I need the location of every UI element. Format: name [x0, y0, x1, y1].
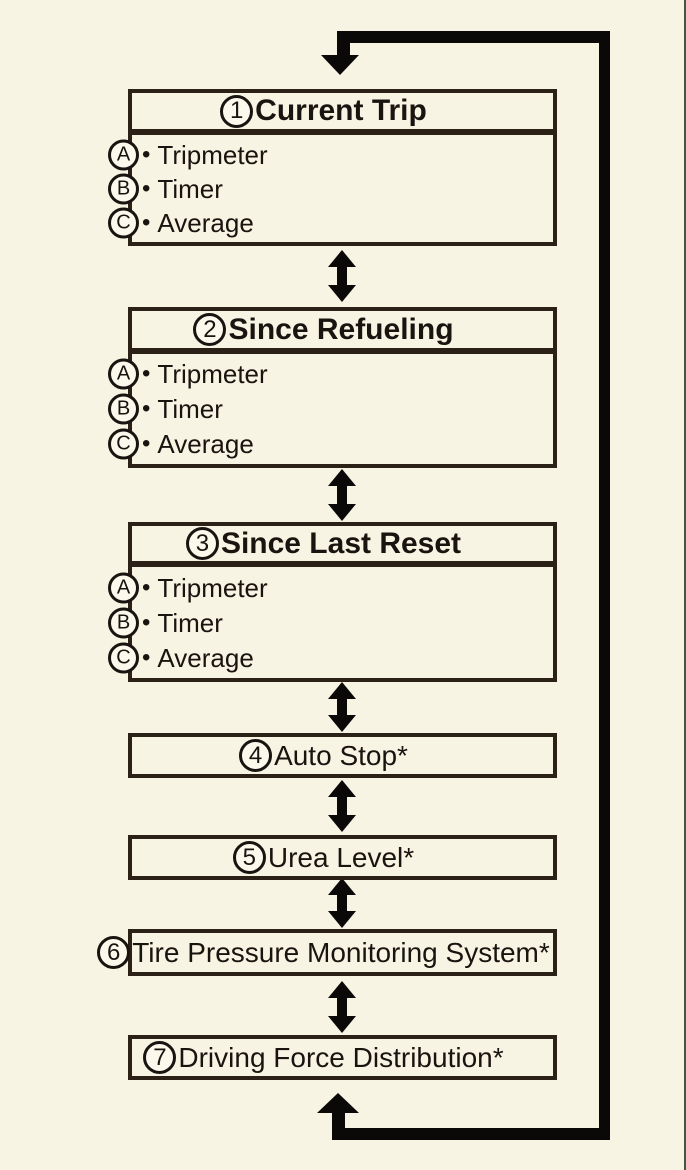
menu-header-current-trip: 1 Current Trip — [128, 89, 557, 133]
arrow-stem — [337, 998, 347, 1016]
circled-letter: C — [108, 428, 139, 460]
circled-number: 4 — [239, 739, 273, 772]
menu-title: 7 Driving Force Distribution* — [143, 1041, 504, 1074]
bullet-icon: • — [142, 608, 151, 636]
circled-number: 6 — [97, 936, 131, 969]
page-right-edge-line — [684, 0, 686, 1170]
double-arrow-5-6 — [328, 878, 356, 928]
loop-entry-arrow-stem — [337, 42, 350, 56]
menu-title-label: Current Trip — [255, 94, 427, 127]
bullet-icon: • — [142, 573, 151, 601]
circled-letter: B — [108, 173, 139, 204]
down-arrowhead-icon — [321, 55, 359, 75]
circled-letter: B — [108, 607, 139, 638]
arrow-stem — [337, 895, 347, 911]
circled-number: 7 — [143, 1041, 177, 1074]
arrow-stem — [337, 797, 347, 815]
menu-title: 3 Since Last Reset — [185, 526, 462, 561]
menu-header-since-last-reset: 3 Since Last Reset — [128, 522, 557, 565]
menu-title-label: Urea Level* — [267, 841, 415, 873]
circled-letter: A — [108, 358, 139, 390]
menu-title: 5 Urea Level* — [232, 841, 415, 874]
down-arrowhead-icon — [328, 285, 356, 302]
menu-item-label: Timer — [157, 173, 223, 204]
menu-title: 6 Tire Pressure Monitoring System* — [97, 936, 550, 969]
menu-body-since-last-reset: A • Tripmeter B • Timer C • Average — [108, 565, 557, 682]
bullet-icon: • — [142, 360, 151, 388]
circled-letter: A — [108, 139, 139, 170]
up-arrowhead-icon — [328, 981, 356, 998]
circled-letter: A — [108, 572, 139, 603]
up-arrowhead-icon — [328, 250, 356, 267]
up-arrowhead-icon — [328, 780, 356, 797]
menu-item: C • Average — [108, 206, 553, 239]
bullet-icon: • — [142, 643, 151, 671]
menu-box-driving-force-distribution: 7 Driving Force Distribution* — [128, 1035, 557, 1080]
double-arrow-2-3 — [328, 469, 356, 521]
circled-number: 3 — [185, 527, 219, 560]
menu-item-label: Timer — [157, 607, 223, 638]
loop-line-bottom — [332, 1128, 610, 1140]
loop-return-arrow-stem — [332, 1112, 345, 1130]
menu-title-label: Since Refueling — [228, 312, 454, 346]
menu-item-label: Tripmeter — [157, 139, 268, 170]
up-arrowhead-icon — [328, 878, 356, 895]
menu-box-auto-stop: 4 Auto Stop* — [128, 733, 557, 778]
menu-title: 2 Since Refueling — [193, 312, 454, 347]
menu-item: A • Tripmeter — [108, 138, 553, 171]
double-arrow-1-2 — [328, 250, 356, 302]
menu-title: 1 Current Trip — [220, 94, 427, 128]
menu-item-label: Average — [157, 207, 254, 238]
menu-title: 4 Auto Stop* — [239, 739, 408, 772]
loop-line-top — [337, 31, 610, 43]
double-arrow-6-7 — [328, 981, 356, 1033]
menu-item: A • Tripmeter — [108, 358, 553, 391]
double-arrow-3-4 — [328, 682, 356, 732]
up-arrowhead-icon — [328, 682, 356, 699]
bullet-icon: • — [142, 208, 151, 236]
circled-letter: B — [108, 393, 139, 425]
menu-box-urea-level: 5 Urea Level* — [128, 835, 557, 880]
down-arrowhead-icon — [328, 1016, 356, 1033]
menu-item-label: Tripmeter — [157, 572, 268, 603]
bullet-icon: • — [142, 429, 151, 457]
bullet-icon: • — [142, 140, 151, 168]
menu-title-label: Driving Force Distribution* — [178, 1041, 504, 1073]
down-arrowhead-icon — [328, 815, 356, 832]
menu-item-label: Timer — [157, 394, 223, 424]
up-arrowhead-icon — [328, 469, 356, 486]
bullet-icon: • — [142, 174, 151, 202]
menu-title-label: Since Last Reset — [220, 526, 462, 560]
circled-number: 5 — [232, 841, 266, 874]
menu-item: C • Average — [108, 641, 553, 674]
circled-letter: C — [108, 642, 139, 673]
menu-box-tire-pressure-monitoring-system: 6 Tire Pressure Monitoring System* — [97, 929, 557, 976]
arrow-stem — [337, 699, 347, 715]
menu-body-current-trip: A • Tripmeter B • Timer C • Average — [108, 133, 557, 246]
down-arrowhead-icon — [328, 715, 356, 732]
arrow-stem — [337, 486, 347, 504]
circled-number: 2 — [193, 313, 227, 346]
double-arrow-4-5 — [328, 780, 356, 832]
circled-number: 1 — [220, 94, 254, 128]
menu-item-label: Tripmeter — [157, 359, 268, 390]
menu-item: B • Timer — [108, 393, 553, 426]
menu-title-label: Auto Stop* — [274, 739, 408, 771]
circled-letter: C — [108, 207, 139, 238]
menu-item-label: Average — [157, 428, 254, 459]
down-arrowhead-icon — [328, 504, 356, 521]
arrow-stem — [337, 267, 347, 285]
menu-header-since-refueling: 2 Since Refueling — [128, 307, 557, 352]
loop-line-right — [599, 31, 610, 1140]
menu-title-label: Tire Pressure Monitoring System* — [132, 936, 550, 968]
menu-item: A • Tripmeter — [108, 571, 553, 604]
menu-body-since-refueling: A • Tripmeter B • Timer C • Average — [108, 352, 557, 468]
menu-item: B • Timer — [108, 606, 553, 639]
menu-item: B • Timer — [108, 172, 553, 205]
menu-item-label: Average — [157, 642, 254, 673]
up-arrowhead-icon — [317, 1093, 359, 1113]
menu-item: C • Average — [108, 427, 553, 460]
down-arrowhead-icon — [328, 911, 356, 928]
bullet-icon: • — [142, 395, 151, 422]
